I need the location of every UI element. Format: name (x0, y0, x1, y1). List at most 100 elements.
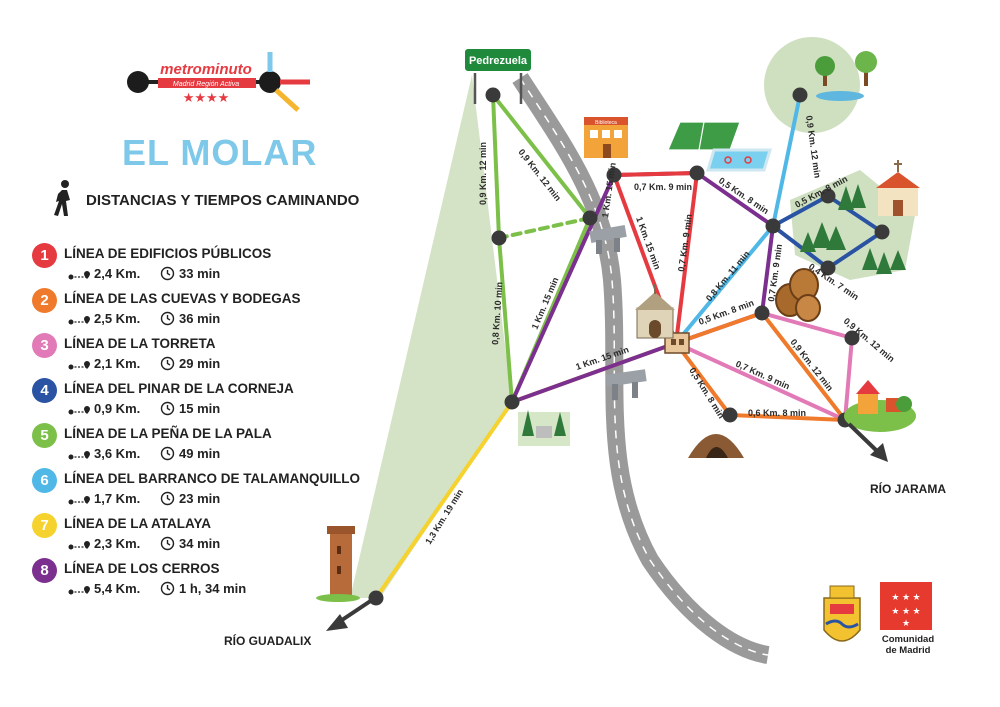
pool-icon (705, 148, 773, 172)
line-number-badge: 4 (32, 378, 57, 403)
line-name: LÍNEA DE LA ATALAYA (64, 516, 212, 531)
cave-icon (688, 434, 744, 458)
segment-line-8 (695, 171, 775, 228)
page-title: EL MOLAR (122, 132, 318, 173)
route-distance-icon (68, 586, 90, 595)
segment-line-7 (374, 400, 514, 600)
segment-line-5 (497, 236, 514, 404)
segment-line-3 (760, 311, 854, 340)
segment-line-2 (760, 311, 847, 422)
church-icon (635, 284, 675, 339)
bridge-icon (589, 224, 627, 254)
segment-label: 0,9 Km. 12 min (478, 142, 488, 205)
line-name: LÍNEA DE LA TORRETA (64, 336, 216, 351)
exit-label-jarama: RÍO JARAMA (870, 482, 947, 496)
station-guadalix (368, 590, 384, 606)
segment-label: 0,5 Km. 8 min (717, 175, 771, 216)
subtitle: DISTANCIAS Y TIEMPOS CAMINANDO (86, 192, 360, 209)
line-number-badge: 3 (32, 333, 57, 358)
line-number-badge: 8 (32, 558, 57, 583)
segment-line-8 (760, 224, 775, 315)
clock-icon (160, 536, 175, 551)
station (491, 230, 507, 246)
chapel-icon (876, 160, 920, 216)
station (765, 218, 781, 234)
route-distance-icon (68, 541, 90, 550)
legend-item: 4 LÍNEA DEL PINAR DE LA CORNEJA 0,9 Km. 15 … (30, 378, 370, 423)
segment-line-2 (674, 341, 732, 417)
segment-line-2 (674, 311, 764, 345)
brand-tagline: Madrid Región Activa (173, 81, 239, 88)
line-distance: 1,7 Km. (94, 491, 141, 506)
clock-icon (160, 491, 175, 506)
segment-line-5 (491, 93, 501, 240)
watchtower-icon (316, 526, 360, 602)
station (504, 394, 520, 410)
segment-line-3 (843, 336, 854, 422)
svg-text:Pedrezuela: Pedrezuela (469, 55, 528, 67)
park-area (764, 37, 860, 133)
green-area (350, 75, 512, 598)
segment-line-4 (826, 194, 884, 234)
segment-line-6 (771, 93, 802, 228)
station (722, 407, 738, 423)
line-name: LÍNEA DEL PINAR DE LA CORNEJA (64, 381, 294, 396)
segment-line-5 (491, 93, 592, 220)
svg-text:★ ★ ★: ★ ★ ★ (891, 592, 920, 602)
highway (512, 73, 770, 664)
segment-label: 0,5 Km. 8 min (687, 366, 726, 421)
segment-line-4 (771, 194, 830, 228)
comunidad-seal-icon: ★ ★ ★ ★ ★ ★ ★ (880, 582, 932, 630)
segment-line-1 (612, 171, 699, 177)
segment-label: 0,6 Km. 8 min (748, 408, 806, 418)
line-distance: 2,4 Km. (94, 266, 141, 281)
station (606, 167, 622, 183)
park-icon (815, 51, 877, 101)
route-distance-icon (68, 496, 90, 505)
station (689, 165, 705, 181)
line-duration: 49 min (179, 446, 221, 461)
metrominuto-logo: metrominuto Madrid Región Activa ★★★★ (120, 48, 320, 118)
line-name: LÍNEA DEL BARRANCO DE TALAMANQUILLO (64, 471, 360, 486)
segment-label: 1 Km. 15 min (600, 162, 618, 218)
line-duration: 1 h, 34 min (179, 581, 247, 596)
segment-line-2 (728, 413, 847, 422)
line-number-badge: 1 (32, 243, 57, 268)
brand-stars: ★★★★ (183, 91, 230, 106)
segment-line-3 (674, 341, 847, 422)
line-distance: 0,9 Km. (94, 401, 141, 416)
station (754, 305, 770, 321)
line-name: LÍNEA DE LOS CERROS (64, 561, 220, 576)
exit-label-guadalix: RÍO GUADALIX (224, 634, 312, 648)
segment-line-4 (826, 230, 884, 270)
clock-icon (160, 356, 175, 371)
comunidad-label: Comunidad de Madrid (881, 634, 935, 656)
clock-icon (160, 581, 175, 596)
segment-line-4 (771, 224, 830, 270)
svg-text:Biblioteca: Biblioteca (595, 120, 617, 126)
svg-text:★ ★ ★: ★ ★ ★ (891, 606, 920, 616)
library-icon: Biblioteca (584, 117, 628, 158)
playground-icon (844, 380, 916, 432)
segment-line-5-dashed (497, 216, 592, 240)
line-duration: 34 min (179, 536, 221, 551)
segment-label: 0,7 Km. 9 min (634, 182, 692, 192)
line-number-badge: 6 (32, 468, 57, 493)
pedrezuela-sign-icon: Pedrezuela (463, 47, 533, 104)
line-duration: 29 min (179, 356, 221, 371)
segment-line-1 (674, 171, 699, 345)
clock-icon (160, 266, 175, 281)
route-distance-icon (68, 406, 90, 415)
line-duration: 36 min (179, 311, 221, 326)
line-number-badge: 2 (32, 288, 57, 313)
line-name: LÍNEA DE LA PEÑA DE LA PALA (64, 426, 272, 441)
coat-of-arms-icon (823, 585, 861, 642)
line-duration: 15 min (179, 401, 221, 416)
